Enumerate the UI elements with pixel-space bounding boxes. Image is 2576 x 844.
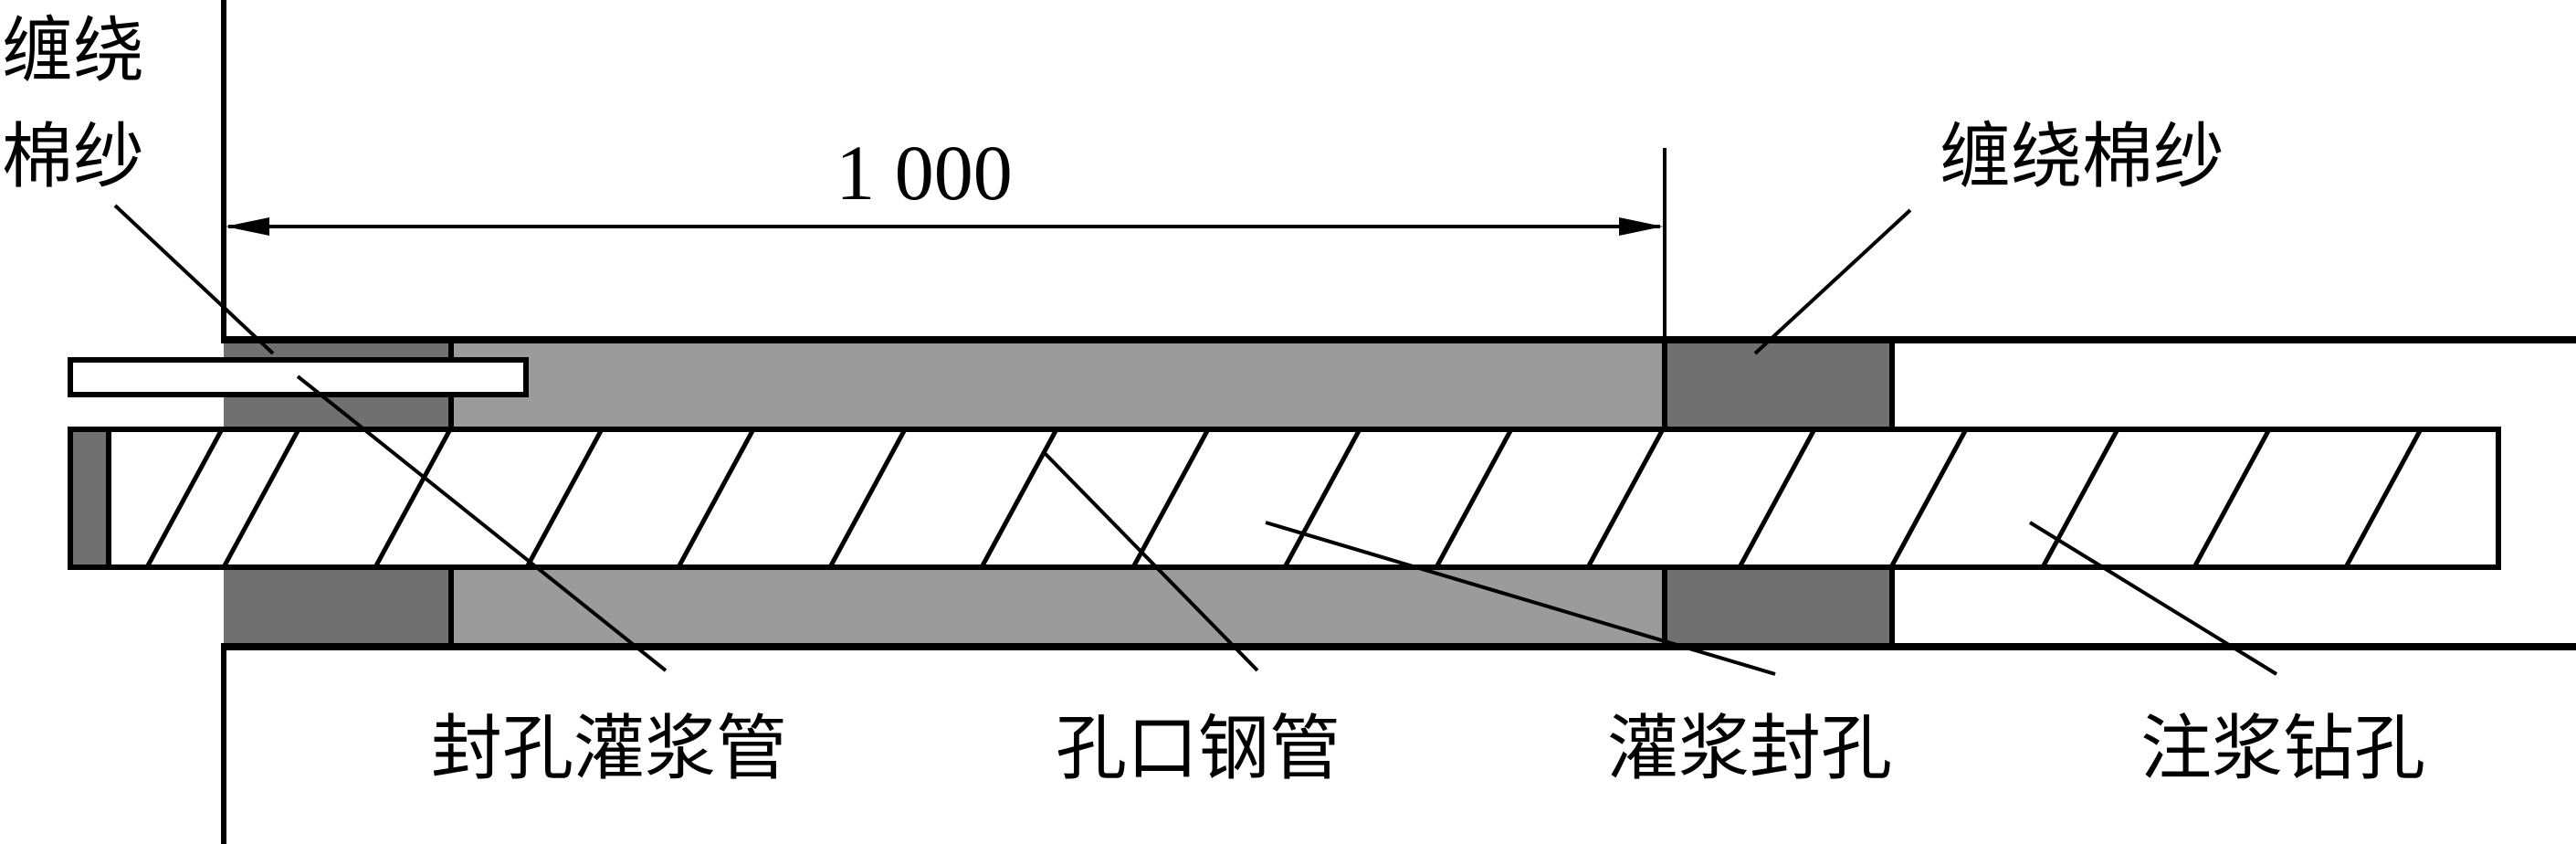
dimension-value: 1 000 xyxy=(836,129,1013,216)
hatch-line xyxy=(1130,427,1211,569)
label-cotton-left-line2: 棉纱 xyxy=(2,116,144,198)
label-orifice-steel-pipe: 孔口钢管 xyxy=(1056,708,1341,790)
leader-steel-pipe xyxy=(1042,450,1259,672)
label-cotton-left-line1: 缠绕 xyxy=(2,10,144,92)
label-grout-seal: 灌浆封孔 xyxy=(1607,708,1892,790)
leader-cotton-right xyxy=(1753,208,1912,355)
cotton-right-bottom xyxy=(1665,567,1892,647)
hatch-line xyxy=(2192,427,2272,569)
pipe-hatching xyxy=(144,427,2424,569)
dimension-arrow-left xyxy=(226,217,269,236)
hatch-line xyxy=(827,427,908,569)
leader-borehole xyxy=(2028,521,2278,676)
label-seal-grout-pipe: 封孔灌浆管 xyxy=(431,708,787,790)
hatch-line xyxy=(144,427,225,569)
hatch-line xyxy=(1585,427,1666,569)
grout-seal-top xyxy=(451,340,1665,429)
hatch-line xyxy=(1434,427,1514,569)
hatch-line xyxy=(1282,427,1362,569)
cotton-left-bottom xyxy=(224,567,451,647)
leader-seal-grout-pipe xyxy=(296,375,668,672)
orifice-steel-pipe xyxy=(68,427,2501,570)
leader-cotton-left xyxy=(113,204,275,355)
hatch-line xyxy=(2343,427,2424,569)
hatch-line xyxy=(221,427,301,569)
hatch-line xyxy=(524,427,605,569)
cotton-right-top xyxy=(1665,340,1892,429)
hatch-line xyxy=(676,427,756,569)
label-cotton-right: 缠绕棉纱 xyxy=(1940,116,2224,198)
hatch-line xyxy=(1737,427,1817,569)
hatch-line xyxy=(373,427,453,569)
leader-grout-seal xyxy=(1265,521,1776,676)
label-grout-borehole: 注浆钻孔 xyxy=(2140,708,2425,790)
pipe-end-cap xyxy=(68,427,111,570)
grout-seal-bottom xyxy=(451,567,1665,647)
dimension-arrow-right xyxy=(1619,217,1663,236)
hatch-line xyxy=(2040,427,2120,569)
hatch-line xyxy=(1888,427,1969,569)
